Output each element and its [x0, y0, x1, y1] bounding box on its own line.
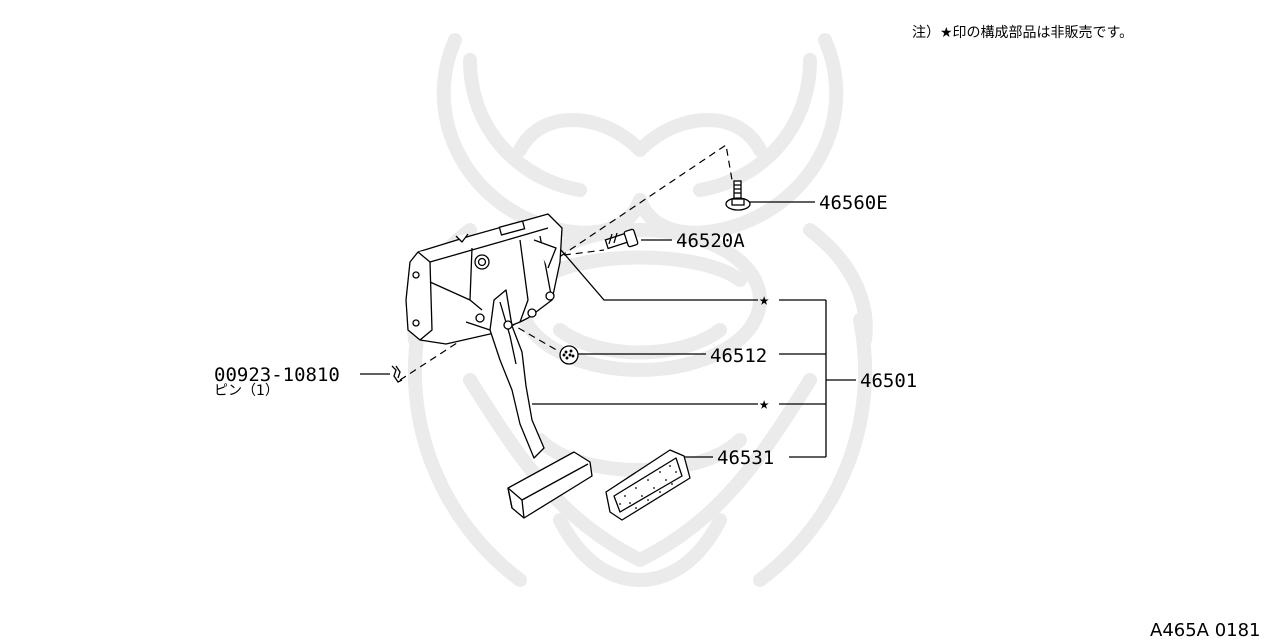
label-46531: 46531	[717, 447, 775, 469]
dash-pin	[399, 327, 481, 381]
pedal-arm	[489, 289, 545, 459]
star-marker-upper: ★	[759, 290, 770, 310]
star-marker-lower: ★	[759, 394, 770, 414]
bushing-46512	[559, 345, 579, 365]
clip-pin	[391, 365, 403, 383]
label-46512: 46512	[710, 345, 768, 367]
shaft-46520A	[604, 228, 639, 250]
leader-lines	[360, 201, 856, 458]
pad-46531	[605, 449, 691, 521]
pedal-bracket	[405, 213, 563, 345]
note-text: 注）★印の構成部品は非販売です。	[912, 25, 1134, 41]
dash-shaft	[539, 249, 605, 259]
assembly-lines	[399, 143, 733, 381]
dash-bolt	[539, 143, 733, 271]
bolt-46560E	[725, 180, 751, 211]
figure-code: A465A 0181	[1150, 620, 1261, 641]
label-46520A: 46520A	[676, 230, 745, 252]
dash-bushing	[507, 321, 561, 353]
leader-46501-upper	[560, 249, 758, 301]
label-pin-name: ピン（1）	[214, 383, 279, 399]
label-pin-number: 00923-10810	[214, 364, 340, 386]
pedal-pad	[507, 451, 593, 519]
label-46501: 46501	[860, 370, 918, 392]
label-46560E: 46560E	[819, 192, 888, 214]
